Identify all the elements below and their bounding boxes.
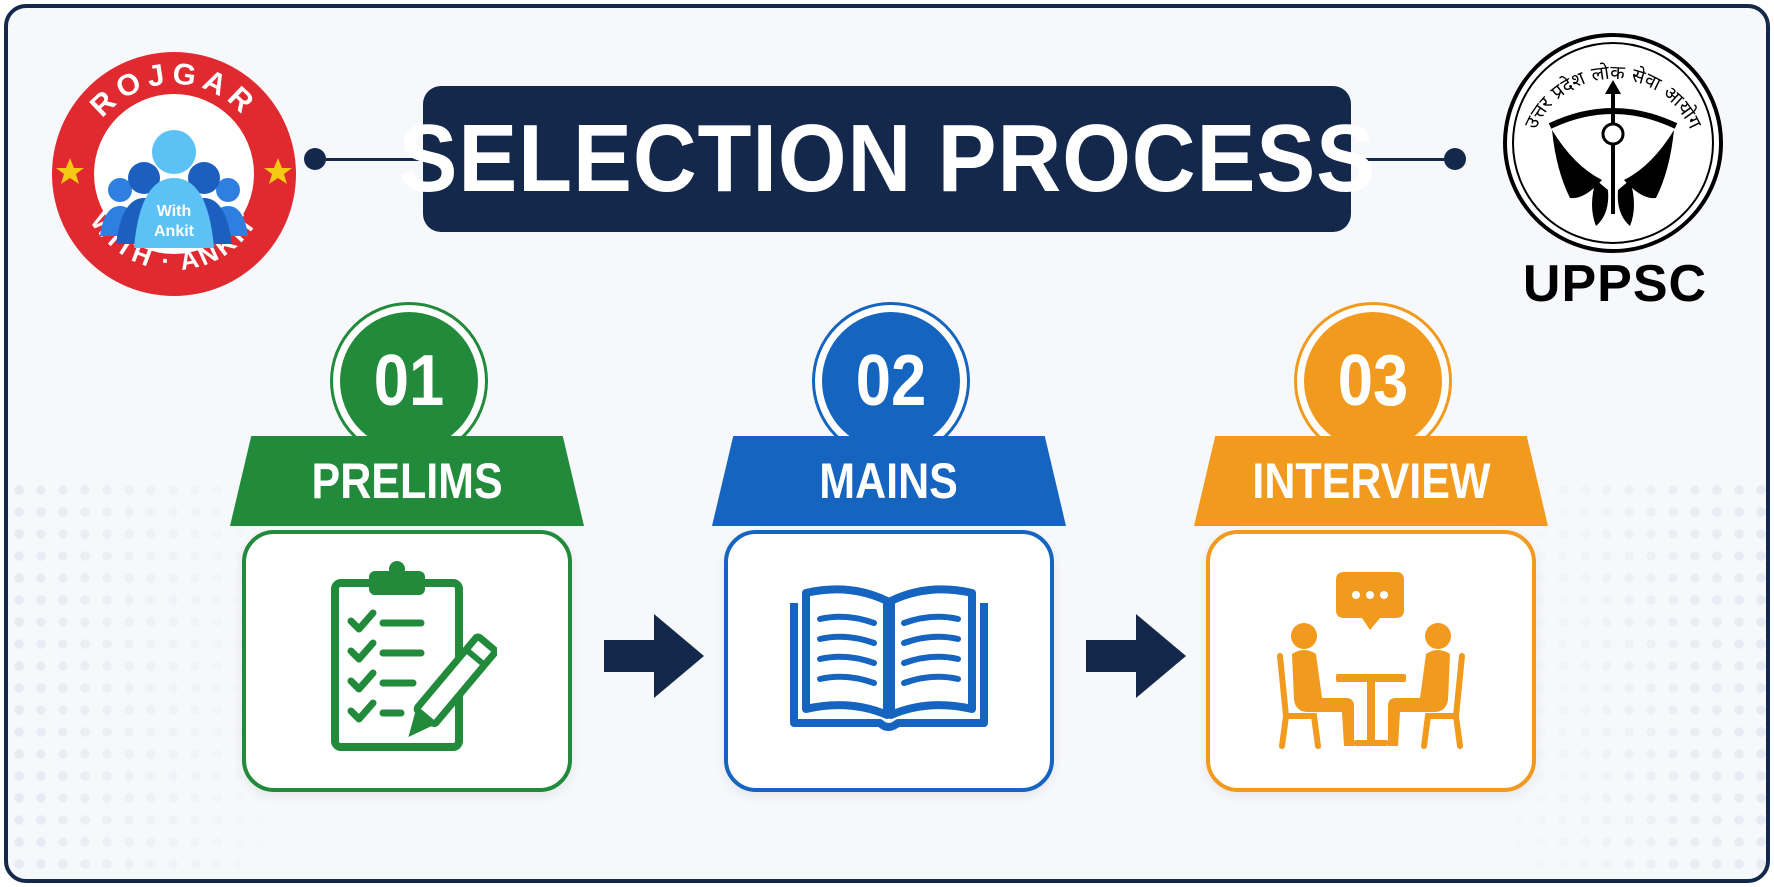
people-group-icon [100, 130, 248, 248]
page-title: SELECTION PROCESS [398, 105, 1376, 212]
logo-center-line2: Ankit [154, 223, 195, 240]
title-connector-left [308, 158, 426, 161]
step-icon-card [1206, 530, 1536, 792]
arrow-right-icon [1086, 614, 1186, 698]
step-prelims: 01 PRELIMS [230, 302, 584, 792]
dot-pattern-left [8, 479, 288, 879]
title-dot-right [1444, 148, 1466, 170]
open-book-icon [790, 585, 988, 731]
infographic-frame: ROJGAR WITH · ANKIT With Ankit SELECTION… [4, 4, 1770, 883]
step-label: INTERVIEW [1251, 453, 1491, 509]
step-icon-card [242, 530, 572, 792]
step-icon-card [724, 530, 1054, 792]
uppsc-caption: UPPSC [1522, 255, 1708, 313]
step-number-badge: 03 [1294, 302, 1452, 460]
rojgar-with-ankit-logo: ROJGAR WITH · ANKIT With Ankit [52, 52, 296, 296]
logo-center-line1: With [157, 203, 192, 220]
step-label: MAINS [819, 453, 959, 509]
title-dot-left [304, 148, 326, 170]
bow-arrow-fish-emblem-icon [1548, 80, 1678, 226]
step-number: 02 [855, 341, 927, 421]
uppsc-seal-logo: उत्तर प्रदेश लोक सेवा आयोग [1503, 33, 1723, 253]
interview-table-icon [1277, 572, 1465, 749]
star-icon [264, 158, 292, 184]
title-connector-right [1348, 158, 1458, 161]
step-number: 01 [373, 341, 445, 421]
arrow-right-icon [604, 614, 704, 698]
step-number-badge: 02 [812, 302, 970, 460]
step-label: PRELIMS [311, 453, 503, 509]
step-label-banner: PRELIMS [230, 436, 584, 526]
step-interview: 03 INTERVIEW [1194, 302, 1548, 792]
step-number: 03 [1337, 341, 1409, 421]
title-banner: SELECTION PROCESS [398, 86, 1375, 232]
clipboard-checklist-icon [331, 561, 497, 751]
step-label-banner: INTERVIEW [1194, 436, 1548, 526]
step-mains: 02 MAINS [712, 302, 1066, 792]
star-icon [56, 158, 84, 184]
step-label-banner: MAINS [712, 436, 1066, 526]
